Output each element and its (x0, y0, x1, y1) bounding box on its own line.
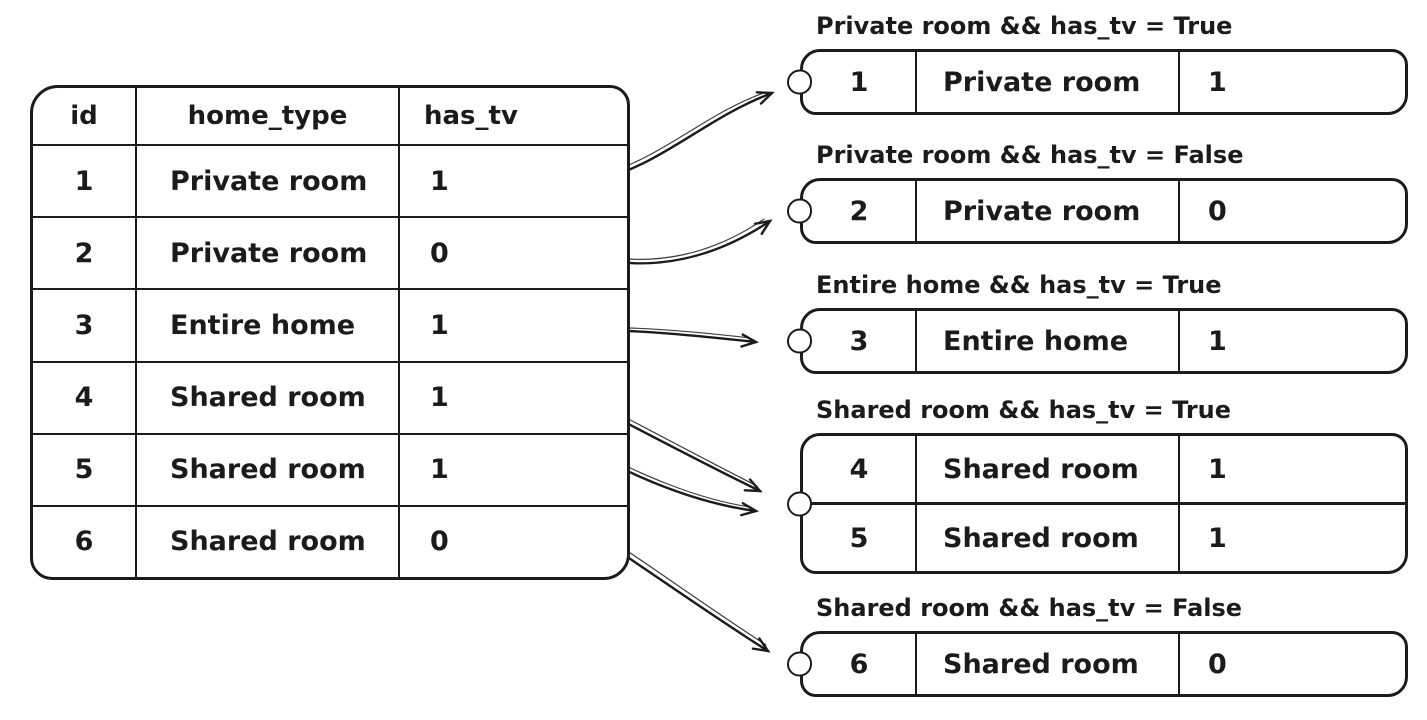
cell-has-tv: 0 (1178, 634, 1405, 694)
group-private-room-true: Private room && has_tv = True 1 Private … (787, 12, 1408, 115)
cell-id: 3 (74, 309, 94, 341)
table-row: 2 Private room 0 (33, 216, 627, 289)
cell-has-tv: 1 (1178, 436, 1405, 502)
cell-id: 4 (74, 382, 94, 414)
table-row: 4 Shared room 1 (803, 436, 1405, 502)
cell-id: 2 (849, 195, 869, 227)
cell-has-tv: 1 (398, 290, 627, 361)
cell-home-type: Private room (915, 52, 1178, 112)
table-row: 1 Private room 1 (803, 52, 1405, 112)
connector-node-circle (787, 651, 812, 677)
group-shared-room-false: Shared room && has_tv = False 6 Shared r… (787, 594, 1408, 697)
group-label: Shared room && has_tv = False (816, 594, 1243, 622)
group-box: 6 Shared room 0 (787, 631, 1408, 697)
cell-id: 1 (849, 66, 869, 98)
column-header-has-tv: has_tv (398, 88, 627, 144)
cell-home-type: Private room (915, 181, 1178, 241)
cell-has-tv: 0 (1178, 181, 1405, 241)
cell-home-type: Entire home (915, 311, 1178, 371)
column-header-id: id (70, 101, 98, 131)
cell-home-type: Entire home (135, 290, 398, 361)
cell-has-tv: 1 (1178, 311, 1405, 371)
cell-home-type: Shared room (135, 362, 398, 433)
group-private-room-false: Private room && has_tv = False 2 Private… (787, 141, 1408, 244)
cell-id: 4 (849, 453, 869, 485)
group-box: 2 Private room 0 (787, 178, 1408, 244)
table-row: 2 Private room 0 (803, 181, 1405, 241)
cell-home-type: Private room (135, 218, 398, 289)
table-row: 4 Shared room 1 (33, 360, 627, 433)
cell-has-tv: 0 (398, 218, 627, 289)
cell-has-tv: 1 (1178, 52, 1405, 112)
cell-has-tv: 1 (398, 362, 627, 433)
cell-home-type: Shared room (135, 434, 398, 505)
group-box: 1 Private room 1 (787, 49, 1408, 115)
cell-id: 5 (74, 454, 94, 486)
connector-node-circle (787, 69, 812, 95)
cell-id: 2 (74, 237, 94, 269)
source-table-header: id home_type has_tv (33, 88, 627, 144)
cell-id: 5 (849, 522, 869, 554)
group-label: Private room && has_tv = False (816, 141, 1244, 169)
connector-node-circle (787, 491, 812, 516)
cell-id: 6 (849, 648, 869, 680)
table-row: 5 Shared room 1 (803, 502, 1405, 571)
cell-has-tv: 1 (398, 434, 627, 505)
cell-id: 6 (74, 526, 94, 558)
source-table: id home_type has_tv 1 Private room 1 2 P… (30, 85, 630, 580)
table-row: 1 Private room 1 (33, 144, 627, 217)
table-row: 3 Entire home 1 (803, 311, 1405, 371)
column-header-home-type: home_type (135, 88, 398, 144)
connector-node-circle (787, 198, 812, 224)
group-shared-room-true: Shared room && has_tv = True 4 Shared ro… (787, 396, 1408, 574)
cell-home-type: Shared room (135, 506, 398, 578)
table-row: 3 Entire home 1 (33, 288, 627, 361)
connector-node-circle (787, 328, 812, 354)
group-label: Shared room && has_tv = True (816, 396, 1232, 424)
cell-id: 1 (74, 165, 94, 197)
table-row: 6 Shared room 0 (33, 504, 627, 578)
cell-home-type: Private room (135, 146, 398, 217)
group-box: 4 Shared room 1 5 Shared room 1 (787, 433, 1408, 574)
table-row: 5 Shared room 1 (33, 432, 627, 505)
group-entire-home-true: Entire home && has_tv = True 3 Entire ho… (787, 271, 1408, 374)
group-box: 3 Entire home 1 (787, 308, 1408, 374)
table-row: 6 Shared room 0 (803, 634, 1405, 694)
cell-has-tv: 1 (398, 146, 627, 217)
cell-home-type: Shared room (915, 505, 1178, 571)
cell-home-type: Shared room (915, 634, 1178, 694)
group-label: Entire home && has_tv = True (816, 271, 1222, 299)
group-label: Private room && has_tv = True (816, 12, 1233, 40)
cell-home-type: Shared room (915, 436, 1178, 502)
cell-has-tv: 1 (1178, 505, 1405, 571)
cell-has-tv: 0 (398, 506, 627, 578)
cell-id: 3 (849, 325, 869, 357)
